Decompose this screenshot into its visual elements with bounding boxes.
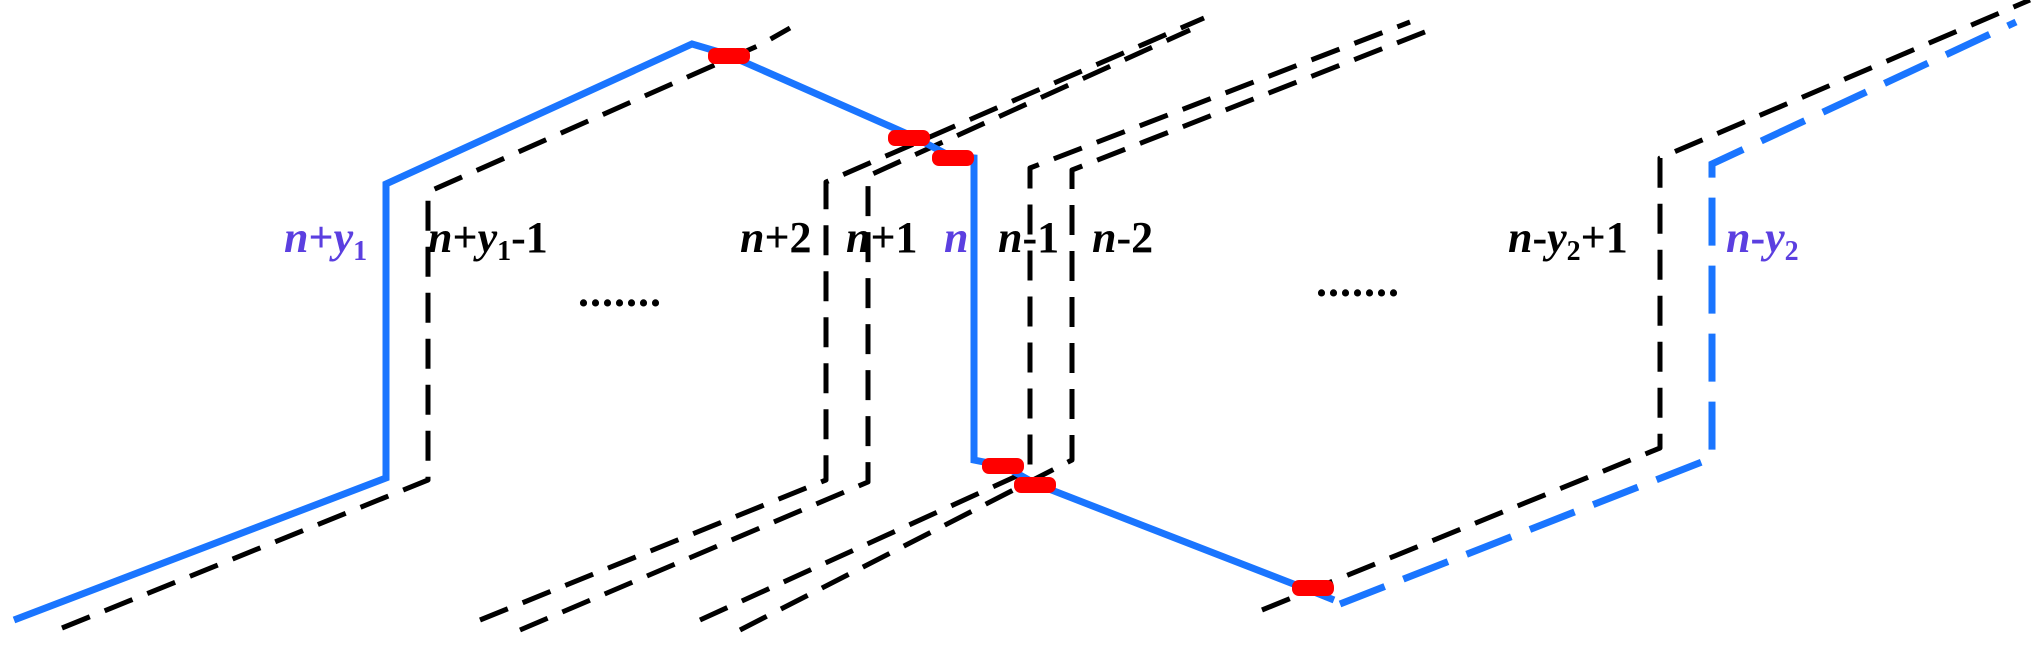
- marker-3: [932, 150, 974, 166]
- dashed-lanes: [61, 0, 2031, 633]
- label-n-minus-1: n-1: [998, 213, 1059, 262]
- ellipsis-left: .......: [578, 267, 662, 316]
- lane-n-plus-y1-minus-1: [61, 25, 792, 631]
- lane-n-plus-2: [479, 15, 1205, 623]
- marker-2: [888, 130, 930, 146]
- label-n-minus-2: n-2: [1092, 213, 1153, 262]
- lane-n: [724, 50, 1336, 604]
- label-n-minus-y2-plus-1: n-y2+1: [1508, 213, 1628, 267]
- label-n-plus-y1: n+y1: [284, 213, 367, 267]
- lane-n-plus-y1: [12, 40, 727, 624]
- marker-5: [1014, 477, 1056, 493]
- marker-6: [1292, 580, 1334, 596]
- label-n: n: [944, 213, 968, 262]
- lane-n-minus-2: [738, 27, 1431, 633]
- label-n-plus-1: n+1: [846, 213, 918, 262]
- lane-n-plus-1: [519, 27, 1192, 633]
- label-n-minus-y2: n-y2: [1726, 213, 1799, 267]
- lane-n-minus-y2: [1338, 18, 2018, 608]
- label-n-plus-y1-minus-1: n+y1-1: [428, 213, 548, 267]
- lane-n-minus-y2-plus-1: [1261, 0, 2031, 613]
- lane-n-minus-1: [698, 19, 1411, 623]
- label-n-plus-2: n+2: [740, 213, 812, 262]
- red-markers: [708, 48, 1334, 596]
- marker-1: [708, 48, 750, 64]
- blue-solid-lanes: [12, 40, 1336, 624]
- marker-4: [982, 458, 1024, 474]
- ellipsis-right: .......: [1316, 257, 1400, 306]
